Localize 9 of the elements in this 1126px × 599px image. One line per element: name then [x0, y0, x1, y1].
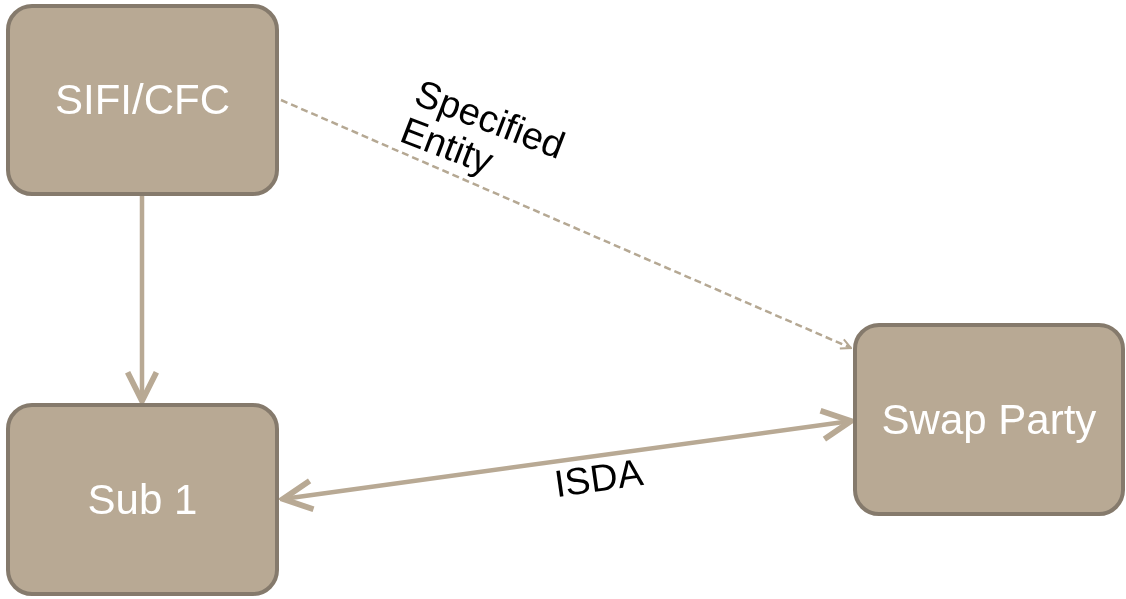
arrow	[280, 407, 854, 513]
rounded-box	[6, 403, 279, 596]
node-label: Sub 1	[87, 476, 198, 523]
arrow	[124, 196, 160, 404]
node-label: SIFI/CFC	[55, 76, 230, 124]
node-label: Swap Party	[881, 396, 1097, 443]
rounded-box	[853, 323, 1125, 516]
rounded-box	[6, 4, 279, 196]
dashed-arrow	[280, 98, 852, 350]
